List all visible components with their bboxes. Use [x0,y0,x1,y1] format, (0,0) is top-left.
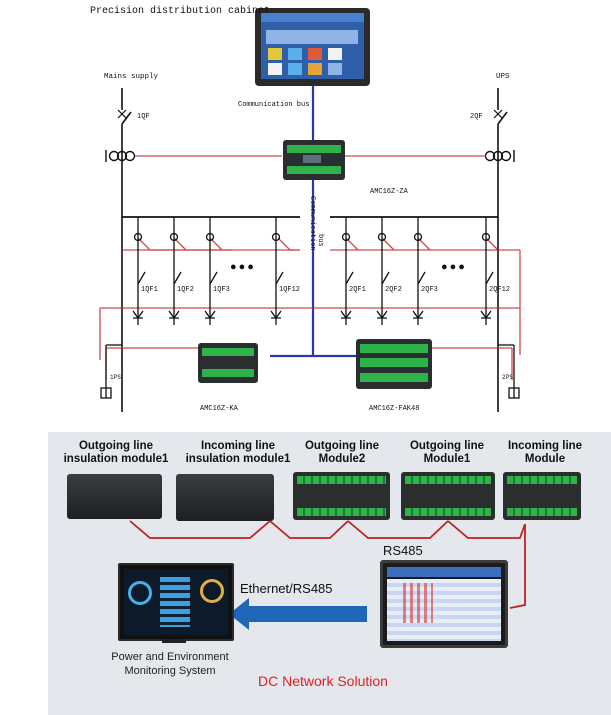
monitor-stand [162,639,186,643]
mains-line [121,88,508,412]
ethernet-arrow [229,598,367,630]
mains-supply-label: Mains supply [104,73,159,81]
feeder-2qf12: 2QF12 [489,286,511,294]
outgoing-module-1 [401,472,495,520]
device-za-image [283,140,345,180]
left-feeders [132,217,282,325]
solution-title: DC Network Solution [258,673,388,689]
breaker-2qf-label: 2QF [470,113,483,121]
breaker-1qf-label: 1QF [137,113,150,121]
feeder-1qf3: 1QF3 [213,286,230,294]
right-ups-tag: 2PS [502,374,513,381]
feeder-1qf2: 1QF2 [177,286,194,294]
feeder-1qf12: 1QF12 [279,286,301,294]
incoming-module [503,472,581,520]
rs485-label: RS485 [383,543,423,558]
cabinet-label: Precision distribution cabinet [90,6,271,17]
incoming-insulation-module [176,474,274,521]
touch-screen [380,560,508,648]
left-ups-tag: 1PS [110,374,121,381]
single-line-diagram [99,8,521,412]
current-transformers [105,150,515,162]
signal-wiring [99,155,521,380]
device-fak48-label: AMC16Z-FAK48 [369,405,420,413]
left-ellipsis: ●●● [230,261,256,273]
ups-label: UPS [496,73,510,81]
system-label-line1: Power and Environment [111,651,229,663]
ethernet-label: Ethernet/RS485 [240,581,333,596]
monitoring-computer [118,563,234,641]
feeder-2qf2: 2QF2 [385,286,402,294]
right-feeders [340,217,492,325]
device-za-label: AMC16Z-ZA [370,188,408,196]
device-fak48-image [356,339,432,389]
feeder-1qf1: 1QF1 [141,286,158,294]
device-ka-label: AMC16Z-KA [200,405,238,413]
hmi-display [255,8,370,86]
communication-bus-label: Communication bus [238,101,310,109]
right-ellipsis: ●●● [441,261,467,273]
feeder-2qf1: 2QF1 [349,286,366,294]
outgoing-module-2 [293,472,390,520]
device-ka-image [198,343,258,383]
system-label-line2: Monitoring System [124,665,216,677]
outgoing-insulation-module [67,474,162,519]
communication-bus [270,86,358,358]
feeder-2qf3: 2QF3 [421,286,438,294]
